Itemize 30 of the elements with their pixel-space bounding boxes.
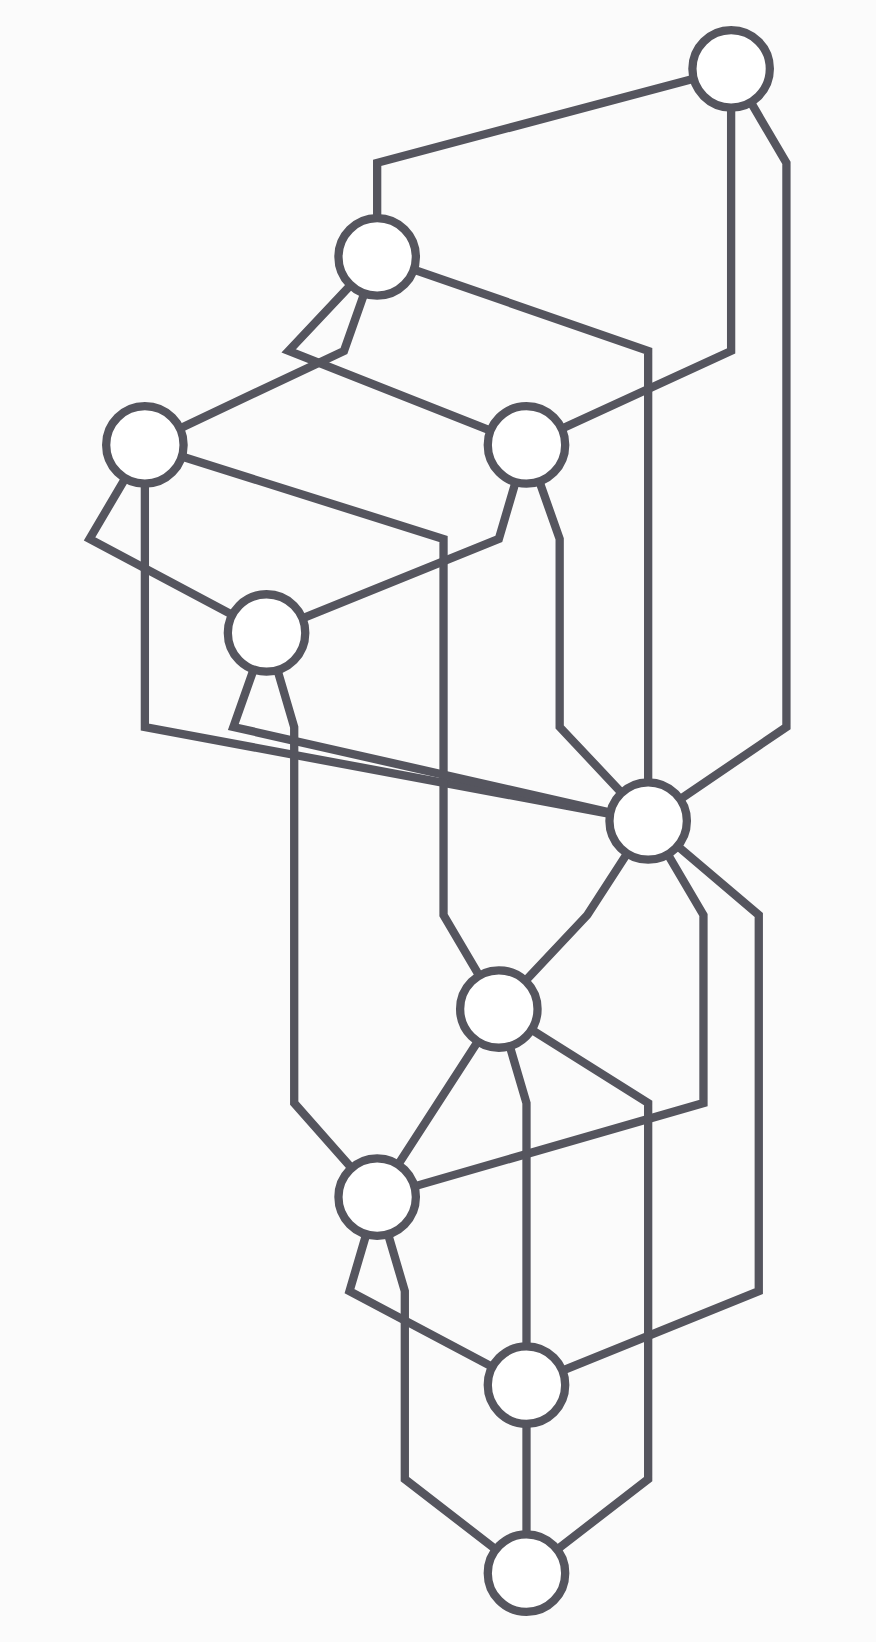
path-line — [83, 476, 235, 619]
circle-node — [605, 778, 692, 864]
path-line — [273, 668, 355, 1171]
circle-node — [483, 402, 570, 488]
path-line — [394, 1039, 482, 1167]
circle-node — [223, 590, 310, 676]
path-line — [384, 1233, 499, 1553]
path-line — [535, 480, 625, 796]
path-line — [180, 452, 483, 978]
circle-node — [334, 214, 421, 300]
circle-node — [102, 402, 188, 488]
path-line — [178, 292, 369, 433]
path-line — [373, 74, 695, 219]
circle-node — [334, 1154, 421, 1240]
circle-node — [688, 25, 774, 112]
path-line — [559, 107, 736, 433]
path-line — [281, 282, 492, 435]
path-line — [413, 852, 708, 1191]
path-line — [529, 1026, 653, 1553]
path-line — [505, 1045, 531, 1347]
circle-node — [455, 966, 542, 1052]
path-line — [677, 100, 791, 803]
circle-node — [483, 1342, 570, 1428]
circle-node — [483, 1530, 570, 1617]
path-line — [522, 1423, 531, 1535]
path-line — [412, 265, 653, 783]
path-line — [522, 851, 631, 984]
path-line — [300, 480, 520, 623]
path-line — [560, 842, 763, 1375]
path-line — [344, 1233, 495, 1371]
